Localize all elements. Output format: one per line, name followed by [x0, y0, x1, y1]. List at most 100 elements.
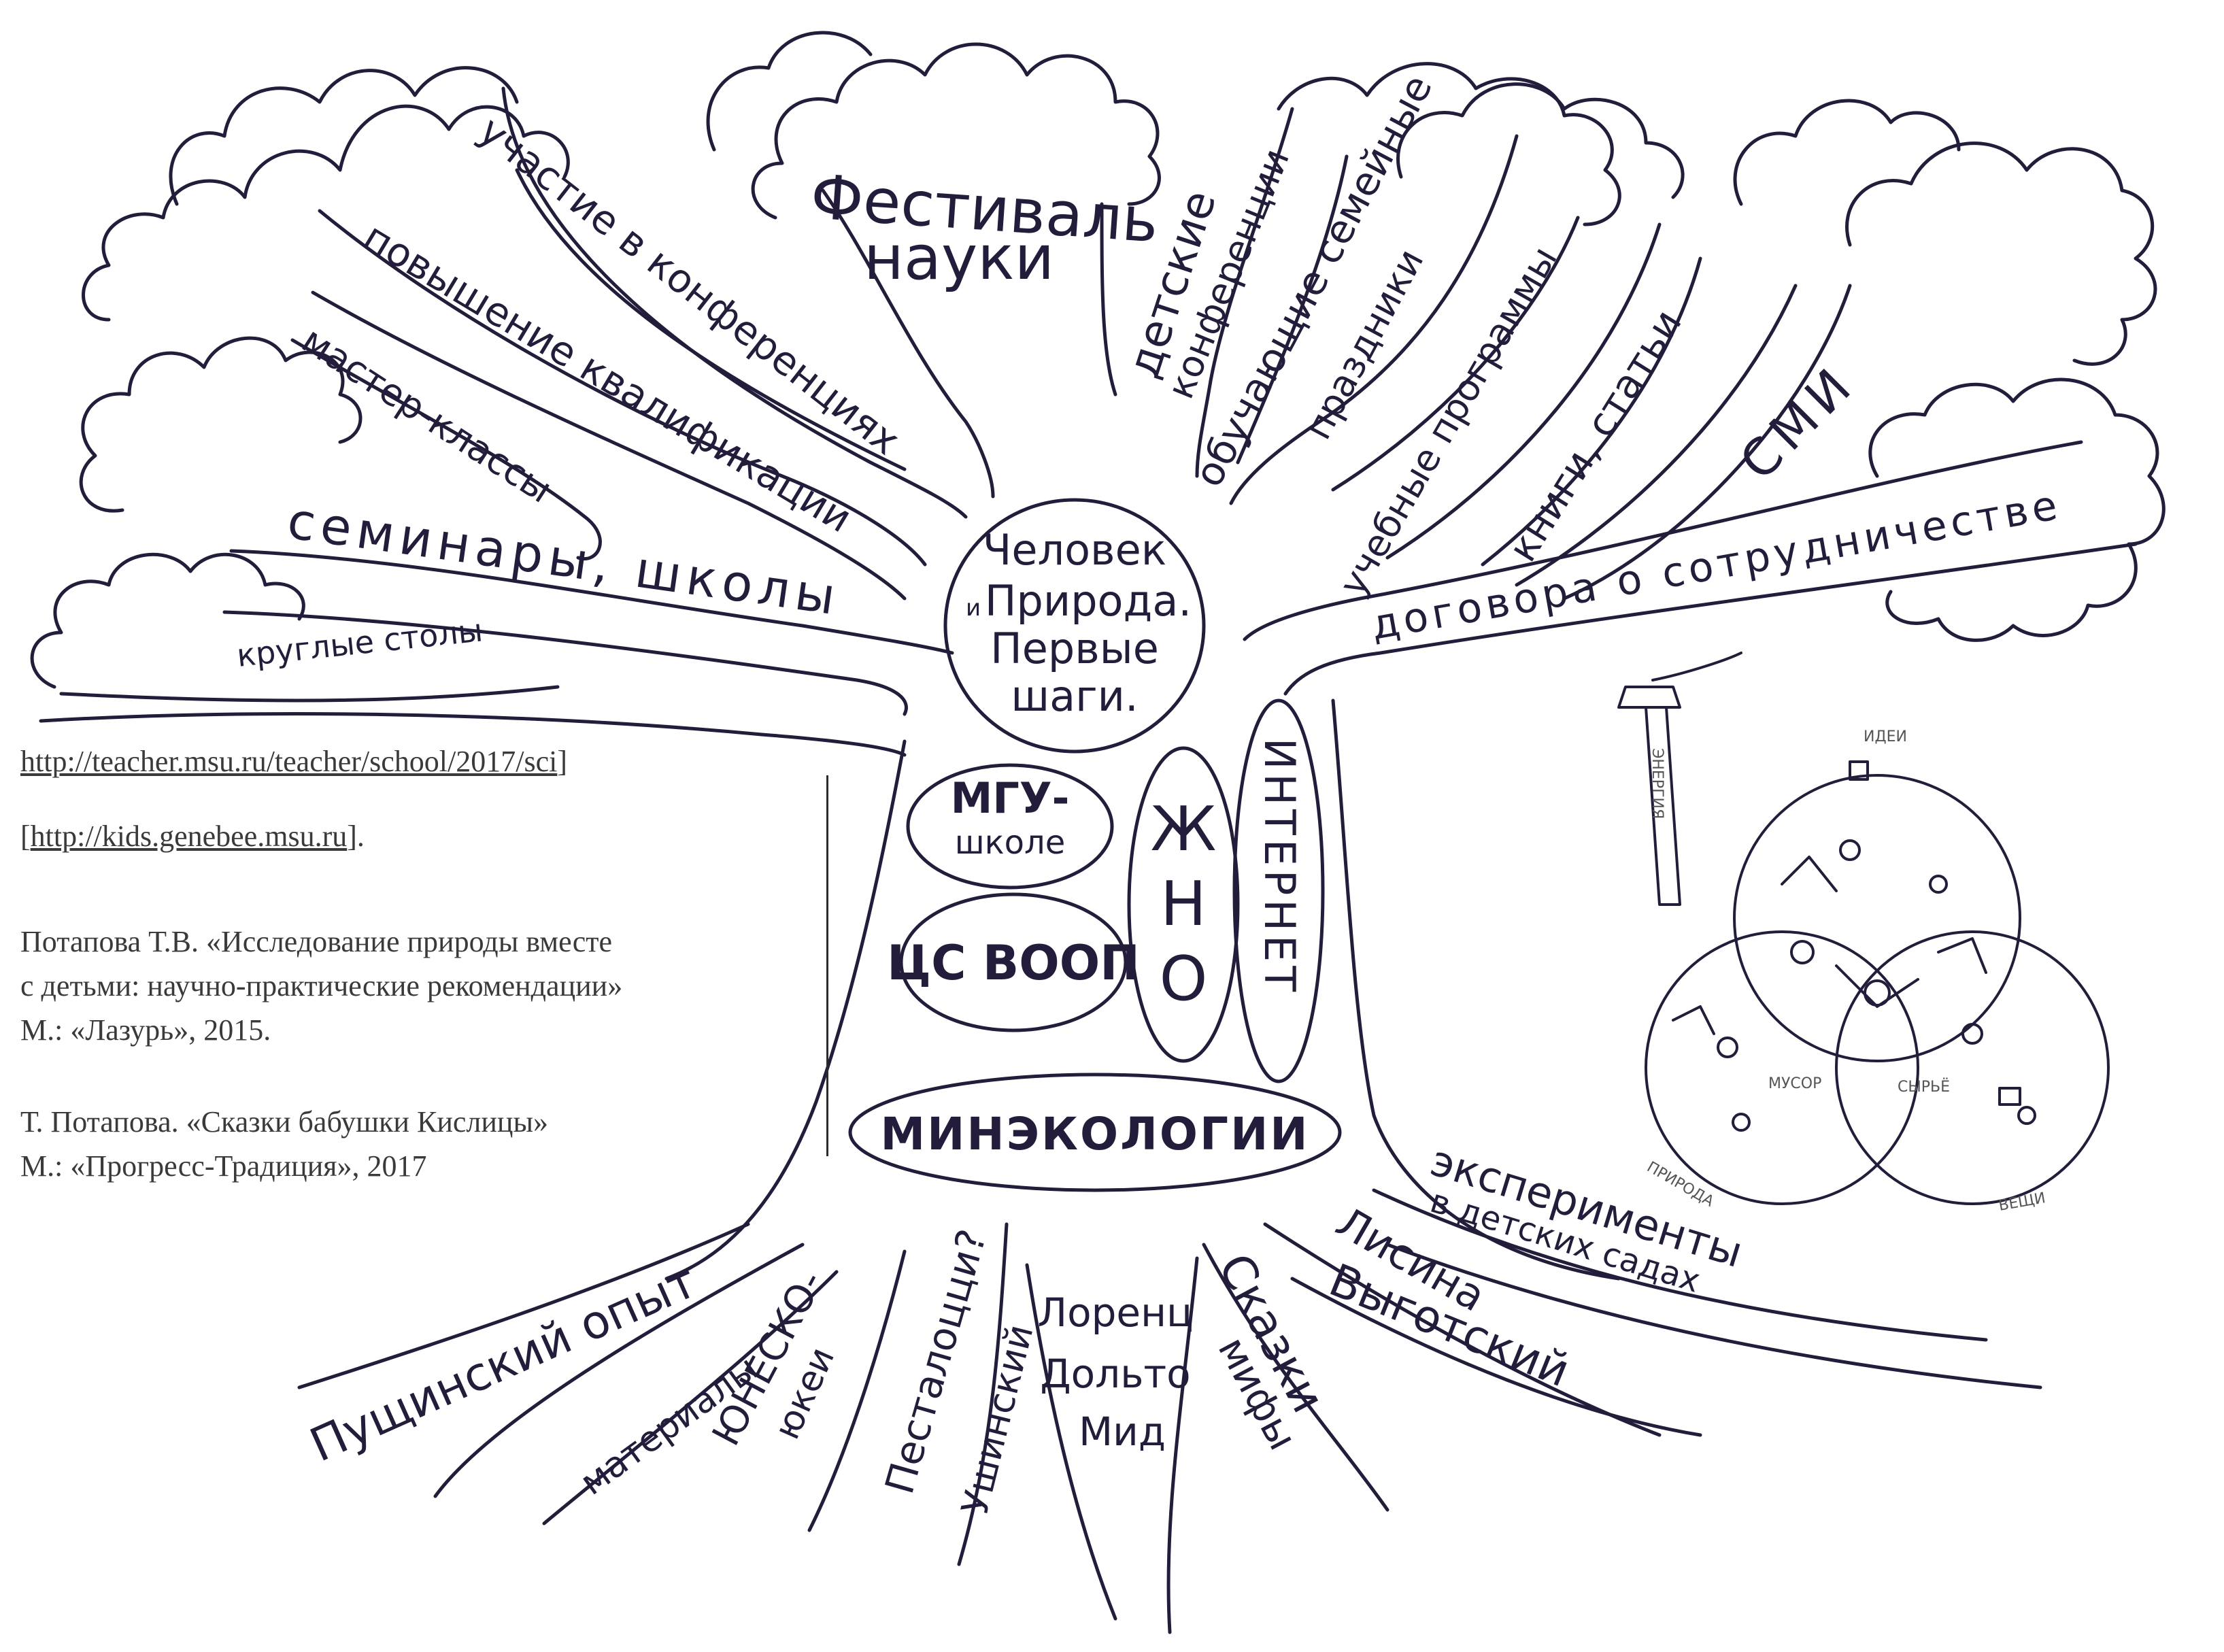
cloud-right-middle — [1845, 141, 2157, 366]
reference-url2-link[interactable]: http://kids.genebee.msu.ru — [30, 820, 348, 853]
cloud-top-left — [82, 104, 570, 322]
cloud-top-right-1 — [1277, 62, 1621, 226]
root-lorenz-right — [1166, 1256, 1199, 1634]
roots — [297, 1188, 2042, 1634]
center-node: Человек и Природа. Первые шаги. — [943, 498, 1206, 754]
leaf-media: СМИ — [1729, 354, 1867, 492]
root-pestalozzi-line2: Ушинский — [953, 1320, 1041, 1519]
branch-participation-lower — [515, 168, 907, 471]
sketch-circle-nature — [1645, 930, 1919, 1205]
bubble-csvoop — [899, 892, 1128, 1032]
reference-margin-bar — [826, 775, 828, 1156]
trunk-zhno-2: Н — [1160, 869, 1207, 940]
leaf-seminars: семинары, школы — [284, 492, 844, 627]
branch-masterclass — [290, 338, 602, 560]
root-experiments — [1372, 1188, 1988, 1342]
cycle-sketch: ЭНЕРГИЯ ИДЕИ МУСОР СЫРЬЁ ПРИРОДА ВЕЩИ — [1617, 652, 2110, 1215]
branch-agreements — [1243, 440, 2083, 641]
bubble-zhno — [1127, 746, 1240, 1063]
branch-roundtables-lower — [39, 712, 907, 757]
branch-programs-right — [1481, 256, 1702, 567]
root-labels: Пущинский опыт материалы ЮНЕСКО- юкеи Пе… — [303, 1136, 1749, 1519]
trunk-zhno-3: О — [1160, 943, 1208, 1015]
branches — [39, 86, 2138, 757]
reference-url1-suffix: ] — [557, 745, 567, 778]
leaf-festival-line2: науки — [864, 222, 1054, 294]
center-circle — [943, 498, 1206, 754]
branch-festival — [821, 188, 995, 499]
bubble-msu — [906, 763, 1114, 890]
cloud-left-lower — [30, 552, 305, 689]
sketch-circle-ideas — [1733, 774, 2021, 1062]
branch-seminars — [229, 549, 954, 655]
reference-url2-suffix: ]. — [347, 820, 365, 853]
root-pushchino-upper — [297, 1222, 750, 1389]
root-experiments-lower — [1385, 1243, 2042, 1389]
sketch-doodles — [1672, 760, 2036, 1132]
trunk-left-edge — [664, 739, 907, 1281]
branch-qualification-lower — [311, 290, 907, 601]
reference-book2-line1: Т. Потапова. «Сказки бабушки Кислицы» — [20, 1105, 549, 1139]
trunk-internet: ИНТЕРНЕТ — [1255, 738, 1304, 996]
root-unesco — [542, 1270, 839, 1525]
bubble-minecology — [848, 1073, 1342, 1192]
reference-book1-line3: М.: «Лазурь», 2015. — [20, 1013, 271, 1047]
sketch-raw-label: СЫРЬЁ — [1898, 1078, 1950, 1096]
reference-url1-line: http://teacher.msu.ru/teacher/school/201… — [20, 741, 567, 782]
trunk-msu-line2: школе — [955, 824, 1066, 862]
branch-books-right — [1562, 284, 1852, 601]
root-lorenz-line1: Лоренц — [1038, 1289, 1194, 1336]
cloud-left-upper — [169, 66, 519, 206]
leaf-agreements: договора о сотрудничестве — [1367, 481, 2064, 650]
cloud-right-lower — [1868, 377, 2166, 642]
root-pushchino-lower — [433, 1243, 805, 1498]
cloud-top-center-inner — [706, 31, 873, 152]
sketch-ideas-label: ИДЕИ — [1864, 728, 1907, 745]
branch-festival-right — [1100, 202, 1117, 397]
trunk-msu-line1: МГУ- — [951, 773, 1070, 823]
root-lorenz-line3: Мид — [1079, 1409, 1166, 1455]
trunk — [664, 698, 1621, 1281]
branch-qualification — [318, 209, 927, 567]
branch-roundtables — [59, 685, 560, 703]
sketch-garbage-label: МУСОР — [1768, 1075, 1821, 1092]
branch-family — [1229, 134, 1519, 505]
center-title-line1: Человек — [983, 525, 1166, 575]
bubble-internet — [1232, 698, 1325, 1083]
trunk-minecology: МИНЭКОЛОГИИ — [880, 1108, 1309, 1160]
cloud-right-upper — [1733, 99, 1961, 206]
cloud-top-center — [751, 42, 1161, 220]
root-lorenz-line2: Дольто — [1040, 1351, 1190, 1397]
foliage-clouds — [30, 31, 2166, 689]
branch-books — [1515, 284, 1798, 587]
reference-book1-line2: с детьми: научно-практические рекомендац… — [20, 969, 623, 1002]
reference-book2-line2: М.: «Прогресс-Традиция», 2017 — [20, 1149, 427, 1183]
trunk-labels: МГУ- школе ЦС ВООП Ж Н О ИНТЕРНЕТ МИНЭКО… — [848, 698, 1342, 1192]
reference-url2-line: [http://kids.genebee.msu.ru]. — [20, 816, 365, 857]
leaf-books: книги, статьи — [1499, 301, 1691, 569]
sketch-lamp — [1617, 652, 1742, 709]
root-unesco-right — [807, 1249, 907, 1532]
trunk-csvoop: ЦС ВООП — [887, 935, 1140, 991]
root-lorenz-left — [1025, 1263, 1117, 1621]
branch-agreements-lower — [1283, 542, 2138, 696]
reference-book1-line1: Потапова Т.В. «Исследование природы вмес… — [20, 925, 613, 958]
branch-participation — [501, 86, 968, 519]
cloud-left-middle — [79, 336, 363, 513]
sketch-circle-things — [1835, 930, 2110, 1205]
branch-childconf — [1195, 107, 1294, 478]
branch-family-right — [1331, 216, 1580, 492]
root-tales — [1202, 1243, 1389, 1512]
sketch-energy-label: ЭНЕРГИЯ — [1649, 748, 1666, 819]
trunk-right-edge — [1331, 698, 1621, 1281]
root-pestalozzi — [957, 1222, 1009, 1566]
sketch-things-label: ВЕЩИ — [1998, 1190, 2047, 1215]
reference-url1-link[interactable]: http://teacher.msu.ru/teacher/school/201… — [20, 745, 558, 778]
center-title-line4: шаги. — [1011, 671, 1138, 721]
branch-childconf-right — [1236, 154, 1349, 465]
branch-programs — [1385, 222, 1662, 560]
center-title-line2: Природа. — [985, 576, 1192, 626]
branch-seminars-lower — [222, 610, 908, 716]
center-title-line3: Первые — [990, 624, 1159, 673]
center-title-conj: и — [966, 594, 981, 622]
